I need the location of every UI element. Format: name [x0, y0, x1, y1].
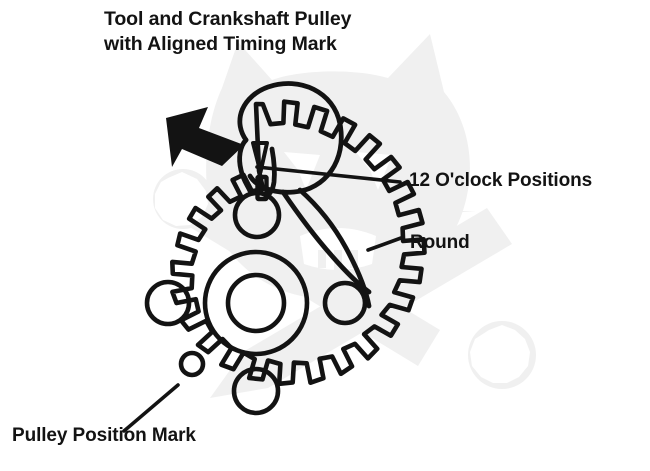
tool-triangle-mark — [251, 141, 269, 174]
callout-round: Round — [410, 232, 470, 253]
crankshaft-pulley — [144, 99, 427, 416]
pulley-bolt-hole-bottom — [231, 366, 281, 416]
direction-arrow — [166, 107, 244, 167]
pulley-hub-bore — [225, 272, 287, 334]
callout-twelve-oclock-positions: 12 O'clock Positions — [409, 170, 593, 191]
pulley-bolt-hole-right — [322, 280, 368, 326]
figure-title-line-1: Tool and Crankshaft Pulley — [104, 8, 352, 30]
timing-tool — [237, 81, 372, 309]
leader-line-twelve-oclock — [255, 165, 402, 184]
callout-pulley-position-mark: Pulley Position Mark — [12, 425, 196, 446]
pulley-hub-outer-ring — [202, 249, 310, 357]
leader-line-round — [366, 236, 403, 252]
leader-line-pulley-position-mark — [122, 383, 180, 433]
pulley-bolt-hole-left — [144, 279, 192, 327]
figure-title: Tool and Crankshaft Pulley with Aligned … — [104, 7, 434, 57]
figure-title-line-2: with Aligned Timing Mark — [104, 33, 337, 55]
pulley-locator-hole — [178, 350, 206, 378]
